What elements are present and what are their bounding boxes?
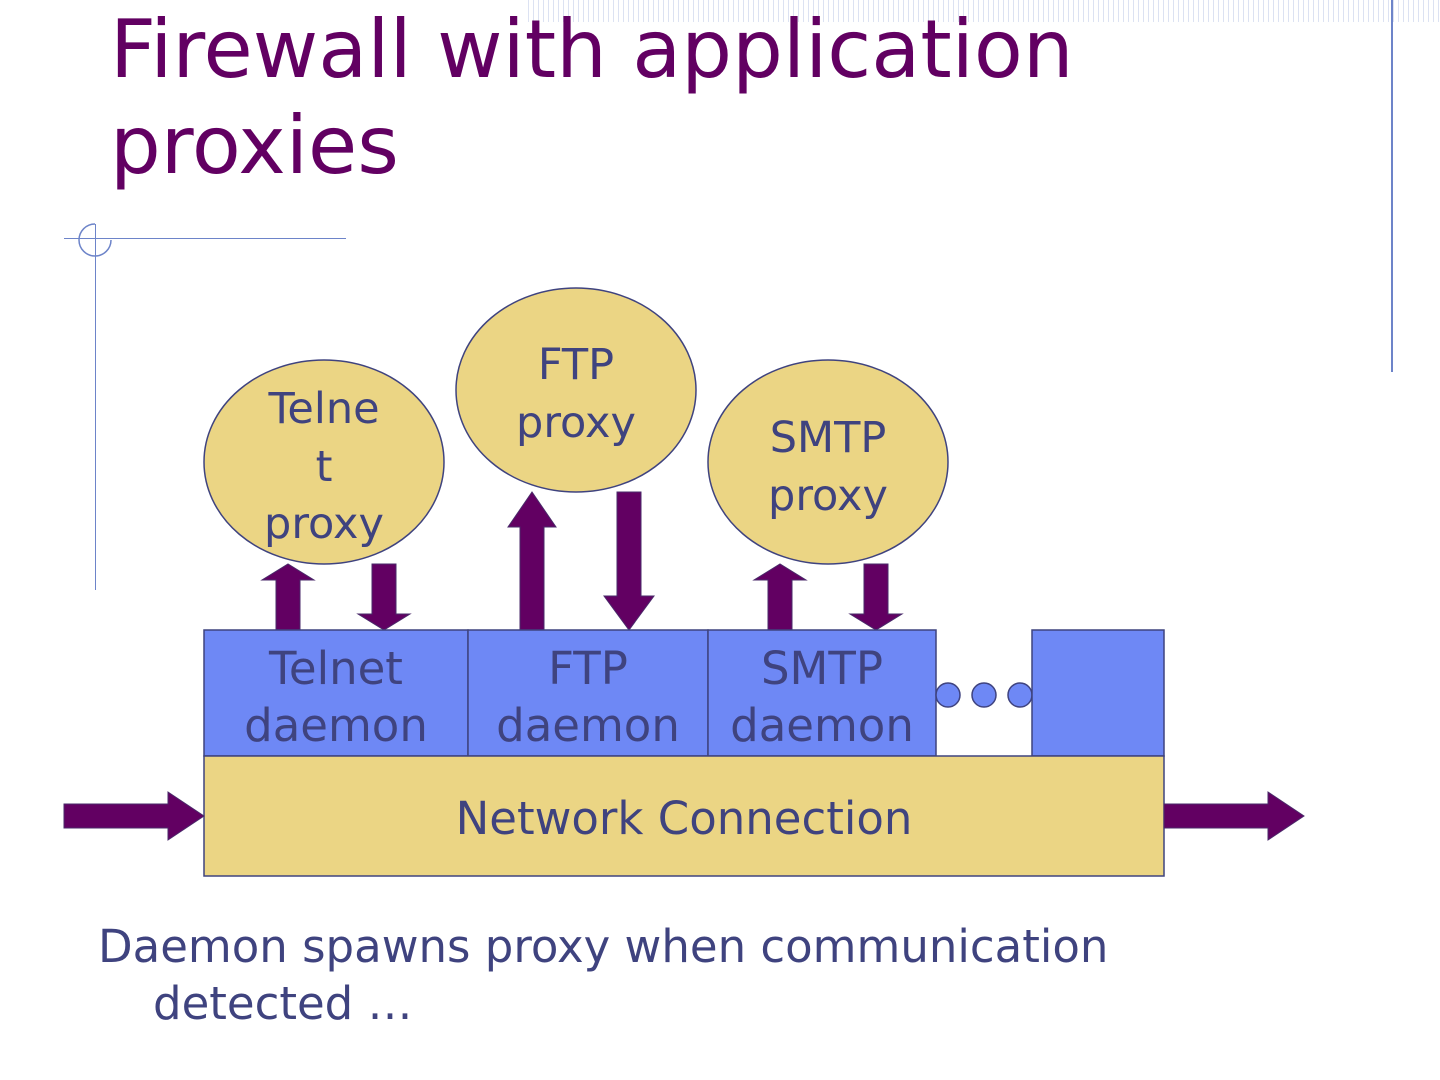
decorative-vertical-line-right — [1391, 0, 1393, 372]
proxy-label: t — [316, 442, 333, 492]
proxy-label: proxy — [768, 471, 888, 521]
daemon-label: Telnet — [268, 642, 403, 695]
caption-line-2: detected … — [153, 977, 413, 1030]
decorative-circle-mark — [78, 223, 112, 257]
ellipsis-dot — [935, 682, 961, 708]
daemon-telnet: Telnet daemon — [203, 629, 469, 757]
decorative-horizontal-line — [64, 238, 346, 239]
caption-line-1: Daemon spawns proxy when communication — [98, 920, 1109, 973]
title-line-1: Firewall with application — [110, 3, 1074, 96]
daemon-label: daemon — [730, 699, 914, 752]
slide-title: Firewall with application proxies — [110, 2, 1210, 194]
proxy-telnet: Telne t proxy — [203, 359, 445, 565]
proxy-ellipse — [203, 359, 445, 565]
arrow-up-smtp — [752, 563, 808, 631]
daemon-label: FTP — [548, 642, 628, 695]
daemon-ftp: FTP daemon — [467, 629, 709, 757]
arrow-down-ftp — [603, 491, 655, 631]
decorative-vertical-line-left — [95, 224, 96, 590]
caption: Daemon spawns proxy when communication d… — [98, 918, 1298, 1032]
arrow-in — [63, 791, 205, 841]
proxy-ellipse — [707, 359, 949, 565]
proxy-label: proxy — [264, 499, 384, 549]
daemon-smtp: SMTP daemon — [707, 629, 937, 757]
proxy-label: FTP — [538, 340, 614, 390]
arrow-down-smtp — [848, 563, 904, 631]
proxy-label: Telne — [267, 384, 379, 434]
title-line-2: proxies — [110, 99, 399, 192]
ellipsis-dot — [1007, 682, 1033, 708]
daemon-label: daemon — [496, 699, 680, 752]
network-label: Network Connection — [456, 792, 913, 845]
ellipsis-dot — [971, 682, 997, 708]
proxy-ftp: FTP proxy — [455, 287, 697, 493]
daemon-box — [203, 629, 469, 757]
daemon-label: SMTP — [761, 642, 883, 695]
proxy-label: proxy — [516, 398, 636, 448]
daemon-label: daemon — [244, 699, 428, 752]
proxy-label: SMTP — [770, 413, 887, 463]
network-connection: Network Connection — [203, 755, 1165, 877]
proxy-smtp: SMTP proxy — [707, 359, 949, 565]
daemon-box — [707, 629, 937, 757]
network-box — [203, 755, 1165, 877]
header-pattern — [528, 0, 1440, 22]
ellipsis-dots — [935, 682, 1033, 708]
arrow-out — [1163, 791, 1305, 841]
daemon-box-additional — [1031, 629, 1165, 757]
arrow-down-telnet — [356, 563, 412, 631]
arrow-up-ftp — [507, 491, 557, 631]
daemon-box — [467, 629, 709, 757]
proxy-ellipse — [455, 287, 697, 493]
arrow-up-telnet — [260, 563, 316, 631]
